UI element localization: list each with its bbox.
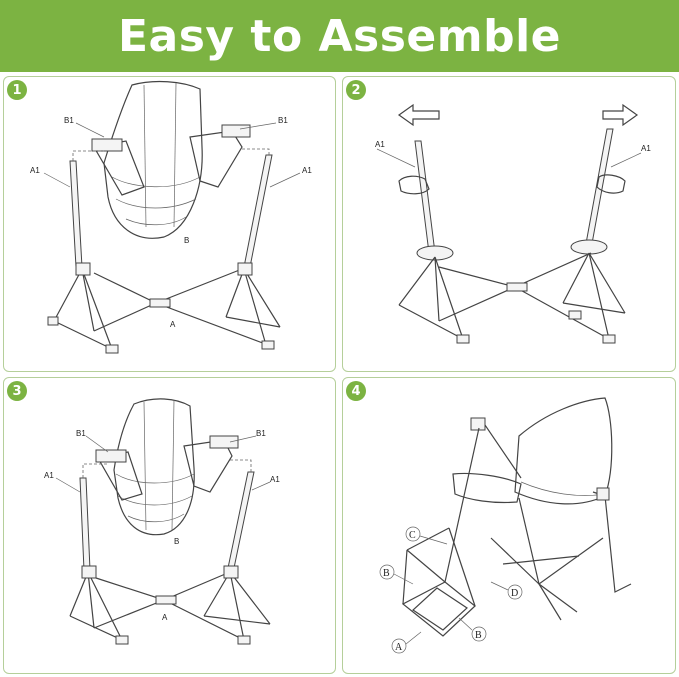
header-banner: Easy to Assemble — [0, 0, 679, 72]
label-b1-left: B1 — [76, 429, 86, 438]
label-a1-right: A1 — [641, 144, 651, 153]
label-a1-left: A1 — [44, 471, 54, 480]
step-1-illustration: B1 B1 A1 A1 B A — [30, 80, 312, 354]
label-a: A — [170, 320, 176, 329]
step-3-badge: 3 — [7, 381, 27, 401]
step-4-badge: 4 — [346, 381, 366, 401]
step-2-badge: 2 — [346, 80, 366, 100]
step-3-illustration: B1 B1 A1 A1 B A — [44, 398, 280, 645]
step-1-panel: 1 B1 B1 A1 A1 B — [3, 76, 336, 372]
step-2-illustration: A1 A1 — [375, 103, 651, 344]
label-a: A — [395, 642, 403, 653]
label-b-left: B — [383, 568, 390, 579]
label-a1-right: A1 — [270, 475, 280, 484]
step-4-panel: 4 C B D A B — [342, 377, 676, 674]
label-a1-left: A1 — [30, 166, 40, 175]
label-c: C — [409, 530, 416, 541]
step-4-illustration: C B D A B — [379, 397, 632, 654]
label-b1-right: B1 — [256, 429, 266, 438]
label-b1-right: B1 — [278, 116, 288, 125]
label-b1-left: B1 — [64, 116, 74, 125]
step-2-panel: 2 A1 A1 — [342, 76, 676, 372]
label-a1-right: A1 — [302, 166, 312, 175]
label-b: B — [174, 537, 179, 546]
label-b: B — [184, 236, 189, 245]
label-d: D — [511, 588, 518, 599]
step-3-panel: 3 B1 B1 A1 A1 B A — [3, 377, 336, 674]
label-b-right: B — [475, 630, 482, 641]
label-a: A — [162, 613, 168, 622]
page-title: Easy to Assemble — [117, 10, 562, 62]
arrow-left-icon — [397, 103, 440, 127]
label-a1-left: A1 — [375, 140, 385, 149]
arrow-right-icon — [602, 103, 639, 127]
step-1-badge: 1 — [7, 80, 27, 100]
